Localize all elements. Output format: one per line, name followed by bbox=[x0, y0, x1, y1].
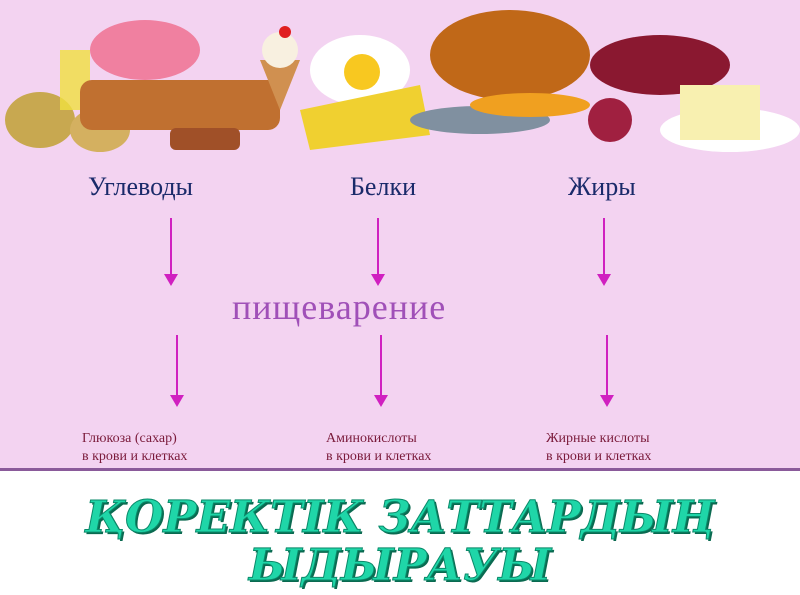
process-label: пищеварение bbox=[232, 287, 447, 327]
diagram-panel: Углеводы Белки Жиры пищеварение Глюкоза … bbox=[0, 0, 800, 471]
arrow-down bbox=[170, 335, 184, 407]
arrow-down bbox=[374, 335, 388, 407]
slide-title-line1: ҚОРЕКТІК ЗАТТАРДЫҢ bbox=[85, 492, 715, 544]
result-amino-acids: Аминокислоты в крови и клетках bbox=[326, 430, 431, 466]
category-proteins: Белки bbox=[350, 172, 416, 201]
result-line: Аминокислоты bbox=[326, 431, 417, 446]
result-fatty-acids: Жирные кислоты в крови и клетках bbox=[546, 430, 651, 466]
result-line: в крови и клетках bbox=[82, 449, 188, 464]
arrow-down bbox=[164, 218, 178, 286]
result-line: в крови и клетках bbox=[546, 449, 652, 464]
result-line: Жирные кислоты bbox=[546, 431, 650, 446]
result-line: Глюкоза (сахар) bbox=[82, 431, 177, 446]
arrow-down bbox=[597, 218, 611, 286]
food-illustration bbox=[5, 10, 800, 152]
category-carbohydrates: Углеводы bbox=[88, 172, 194, 201]
arrow-down bbox=[371, 218, 385, 286]
result-line: в крови и клетках bbox=[326, 449, 432, 464]
category-fats: Жиры bbox=[568, 172, 636, 201]
slide-title-line2: ЫДЫРАУЫ bbox=[248, 540, 552, 592]
arrow-down bbox=[600, 335, 614, 407]
result-glucose: Глюкоза (сахар) в крови и клетках bbox=[82, 430, 187, 466]
